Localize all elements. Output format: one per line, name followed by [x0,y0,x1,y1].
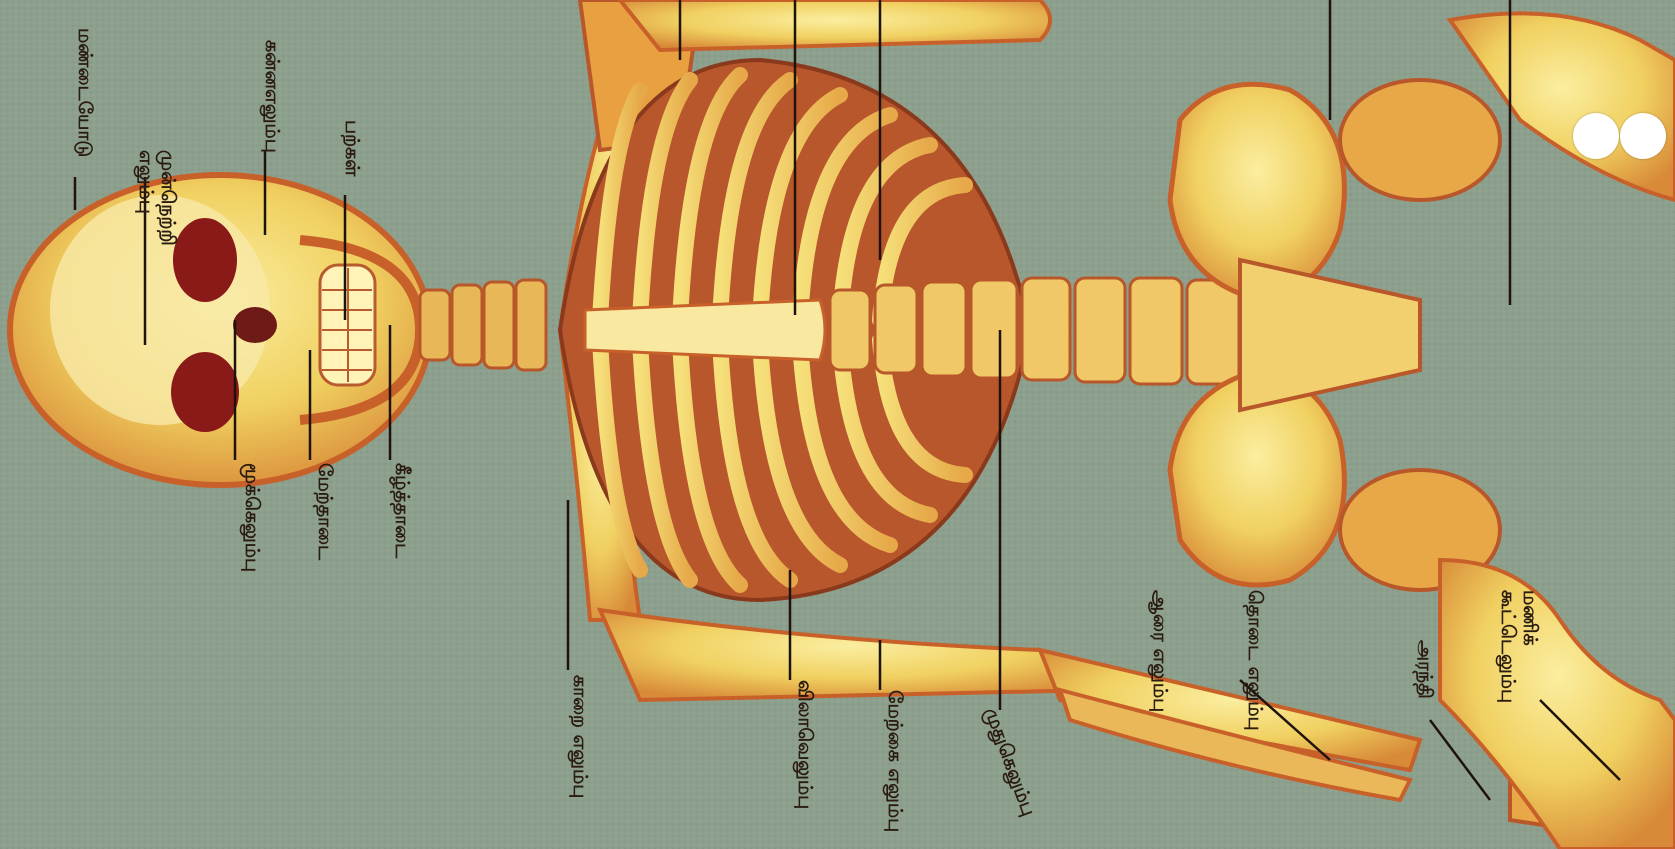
spine [830,278,1239,384]
label-skull: மண்டையோடு [73,28,95,157]
label-upper-jaw: மேற்தாடை [313,463,335,560]
upper-arm-top [620,0,1050,50]
label-frontal: முன்நெற்றி எலும்பு [134,150,178,246]
label-nasal: மூக்கெலும்பு [240,463,262,572]
nasal-cavity [233,307,277,343]
label-ribs: விலாவெலும்பு [793,680,815,809]
label-ulna: அரந்தி [1413,640,1435,699]
label-lower-jaw: கீழ்த்தாடை [390,463,412,558]
label-cheekbone: கன்னஎலும்பு [260,40,282,153]
neck [420,280,546,370]
label-upper-arm: மேற்கை எலும்பு [883,690,905,832]
binder-hole-1 [1573,113,1619,159]
eye-socket-lower [171,352,239,432]
skull [10,175,430,485]
eye-socket-upper [173,218,237,302]
label-forearm: ஆரை எலும்பு [1148,590,1170,712]
label-teeth: பற்கள் [340,120,362,176]
binder-hole-2 [1620,113,1666,159]
label-thigh: தொடை எலும்பு [1243,590,1265,731]
sternum [585,300,825,360]
label-wrist: மணிக் கூட்டெலும்பு [1496,590,1540,703]
label-collarbone: காறை எலும்பு [568,675,590,798]
